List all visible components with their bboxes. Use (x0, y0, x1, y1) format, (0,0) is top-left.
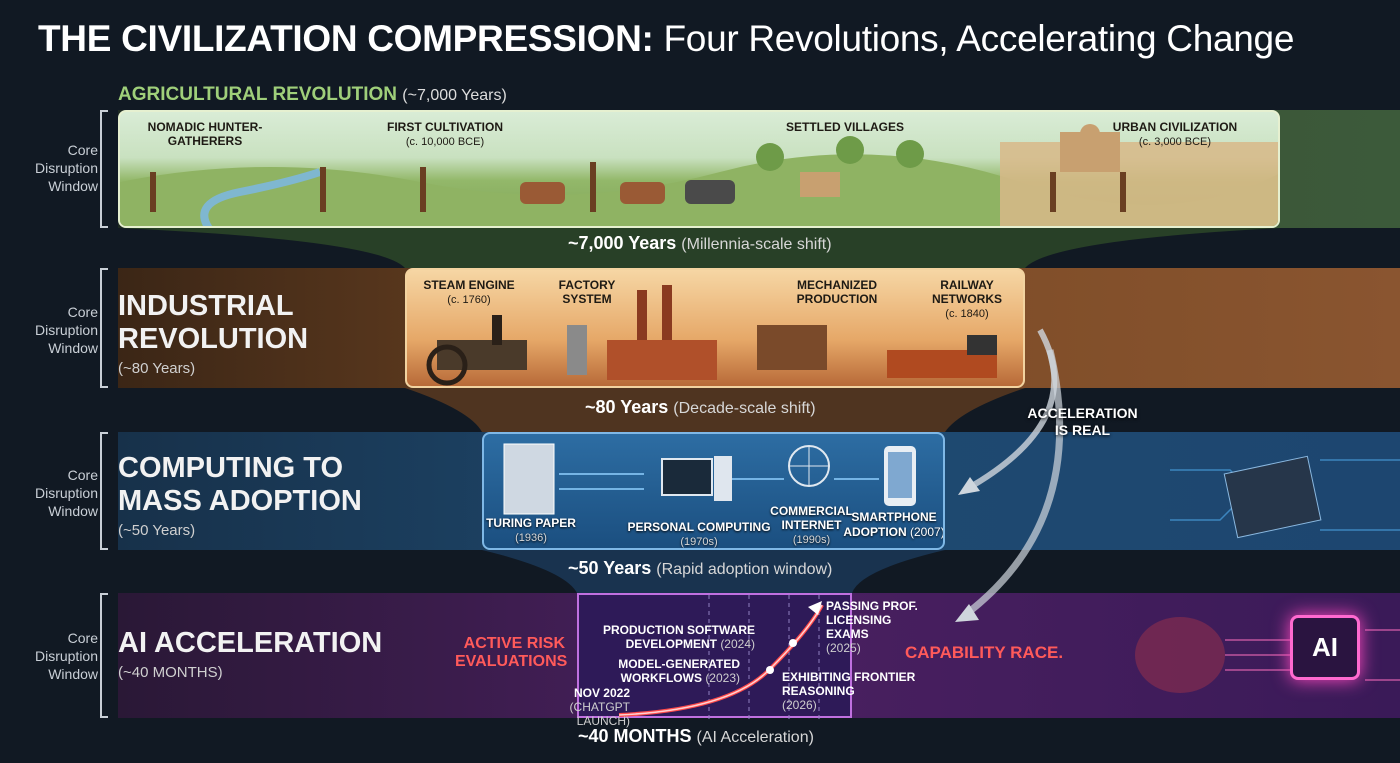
stage-label: RAILWAY NETWORKS (932, 278, 1002, 306)
industrial-title: INDUSTRIAL REVOLUTION (~80 Years) (118, 290, 308, 377)
stage-label: FIRST CULTIVATION (387, 120, 503, 134)
caption-duration: ~80 Years (585, 397, 669, 417)
milestone-label: PASSING PROF. LICENSING EXAMS (826, 599, 918, 641)
milestone-label: NOV 2022 (573, 686, 630, 700)
ai-title: AI ACCELERATION (~40 MONTHS) (118, 627, 382, 681)
core-disruption-label: Core Disruption Window (34, 630, 98, 682)
title-bold: THE CIVILIZATION COMPRESSION: (38, 18, 654, 59)
stage-urban: URBAN CIVILIZATION (c. 3,000 BCE) (1090, 120, 1260, 149)
stage-mechanized: MECHANIZED PRODUCTION (777, 278, 897, 306)
milestone-2023: MODEL-GENERATED WORKFLOWS (2023) (605, 657, 740, 685)
bracket (100, 432, 108, 550)
caption-note: (AI Acceleration) (696, 729, 814, 746)
stage-personal-computing: PERSONAL COMPUTING (1970s) (624, 520, 774, 548)
computing-name-1: COMPUTING TO (118, 452, 344, 484)
core-disruption-label: Core Disruption Window (34, 467, 98, 519)
computing-duration: (~50 Years) (118, 522, 196, 539)
stage-date: (c. 10,000 BCE) (405, 136, 485, 148)
caption-note: (Rapid adoption window) (656, 561, 833, 578)
agri-heading-duration: (~7,000 Years) (402, 87, 507, 104)
milestone-date: (CHATGPT LAUNCH) (569, 700, 630, 728)
stage-date: (2007) (910, 525, 945, 539)
caption-note: (Millennia-scale shift) (681, 236, 832, 253)
milestone-2024: PRODUCTION SOFTWARE DEVELOPMENT (2024) (600, 623, 755, 651)
active-risk-callout: ACTIVE RISK EVALUATIONS (455, 635, 568, 670)
agri-heading: AGRICULTURAL REVOLUTION (~7,000 Years) (118, 84, 507, 106)
computing-illustration (503, 443, 916, 515)
milestone-date: (2025) (826, 641, 861, 655)
milestone-label: PRODUCTION SOFTWARE DEVELOPMENT (603, 623, 755, 651)
industrial-duration: (~80 Years) (118, 360, 196, 377)
industrial-illustration (426, 285, 997, 386)
stage-label: MECHANIZED PRODUCTION (796, 278, 878, 306)
industrial-panel: STEAM ENGINE (c. 1760) FACTORY SYSTEM MEC… (405, 268, 1025, 388)
bracket (100, 268, 108, 388)
brain-circuit-illustration (1135, 617, 1400, 693)
stage-label: NOMADIC HUNTER-GATHERERS (147, 120, 263, 148)
stage-label: FACTORY SYSTEM (558, 278, 616, 306)
stage-date: (1970s) (680, 536, 718, 548)
stage-date: (c. 1840) (945, 308, 989, 320)
stage-date: (c. 3,000 BCE) (1138, 136, 1212, 148)
computing-caption: ~50 Years (Rapid adoption window) (568, 558, 832, 579)
milestone-nov-2022: NOV 2022(CHATGPT LAUNCH) (520, 686, 630, 728)
ai-growth-curve (618, 595, 824, 720)
caption-duration: ~40 MONTHS (578, 726, 692, 746)
caption-duration: ~50 Years (568, 558, 652, 578)
computing-title: COMPUTING TO MASS ADOPTION (~50 Years) (118, 452, 362, 539)
ai-duration: (~40 MONTHS) (118, 664, 223, 681)
stage-label: SETTLED VILLAGES (785, 120, 904, 134)
stage-label: PERSONAL COMPUTING (627, 520, 771, 534)
milestone-date: (2024) (720, 637, 755, 651)
industrial-caption: ~80 Years (Decade-scale shift) (585, 397, 816, 418)
milestone-label: MODEL-GENERATED WORKFLOWS (618, 657, 740, 685)
bracket (100, 110, 108, 228)
stage-label: URBAN CIVILIZATION (1112, 120, 1238, 134)
core-disruption-label: Core Disruption Window (34, 142, 98, 194)
industrial-name-1: INDUSTRIAL (118, 290, 294, 322)
agri-panel: NOMADIC HUNTER-GATHERERS FIRST CULTIVATI… (118, 110, 1280, 228)
computing-name-2: MASS ADOPTION (118, 485, 362, 517)
computing-panel: TURING PAPER (1936) PERSONAL COMPUTING (19… (482, 432, 945, 550)
stage-turing: TURING PAPER (1936) (486, 516, 576, 545)
agri-illustration (120, 124, 1278, 226)
industrial-name-2: REVOLUTION (118, 323, 309, 355)
agri-caption: ~7,000 Years (Millennia-scale shift) (568, 233, 832, 254)
title-rest: Four Revolutions, Accelerating Change (653, 18, 1295, 59)
stage-date: (c. 1760) (447, 294, 491, 306)
milestone-2026: EXHIBITING FRONTIER REASONING(2026) (782, 670, 922, 712)
bracket (100, 593, 108, 718)
stage-date: (1936) (515, 532, 547, 544)
milestone-date: (2026) (782, 698, 817, 712)
core-disruption-label: Core Disruption Window (34, 304, 98, 356)
stage-label: COMMERCIAL INTERNET (770, 504, 853, 532)
ai-panel (577, 593, 852, 720)
capability-race-callout: CAPABILITY RACE. (905, 643, 1064, 662)
page-title: THE CIVILIZATION COMPRESSION: Four Revol… (38, 18, 1294, 60)
milestone-date: (2023) (705, 671, 740, 685)
acceleration-note: ACCELERATION IS REAL (1027, 405, 1138, 438)
agri-heading-name: AGRICULTURAL REVOLUTION (118, 84, 398, 105)
stage-first-cultivation: FIRST CULTIVATION (c. 10,000 BCE) (370, 120, 520, 149)
stage-date: (1990s) (792, 534, 831, 546)
stage-label: TURING PAPER (486, 516, 576, 530)
caption-duration: ~7,000 Years (568, 233, 677, 253)
ai-name: AI ACCELERATION (118, 627, 383, 659)
stage-nomadic: NOMADIC HUNTER-GATHERERS (130, 120, 280, 148)
ai-caption: ~40 MONTHS (AI Acceleration) (578, 726, 814, 747)
stage-smartphone: SMARTPHONE ADOPTION (2007) (842, 510, 945, 540)
stage-factory-system: FACTORY SYSTEM (547, 278, 627, 306)
milestone-2025: PASSING PROF. LICENSING EXAMS(2025) (826, 599, 926, 655)
stage-settled-villages: SETTLED VILLAGES (760, 120, 930, 134)
milestone-label: EXHIBITING FRONTIER REASONING (782, 670, 916, 698)
stage-label: SMARTPHONE ADOPTION (843, 510, 937, 539)
circuit-chip-illustration (1170, 455, 1400, 539)
stage-steam-engine: STEAM ENGINE (c. 1760) (409, 278, 529, 307)
stage-internet: COMMERCIAL INTERNET (1990s) (769, 504, 854, 547)
ai-chip-icon: AI (1290, 615, 1360, 680)
stage-railway: RAILWAY NETWORKS (c. 1840) (922, 278, 1012, 321)
caption-note: (Decade-scale shift) (673, 400, 816, 417)
stage-label: STEAM ENGINE (423, 278, 515, 292)
